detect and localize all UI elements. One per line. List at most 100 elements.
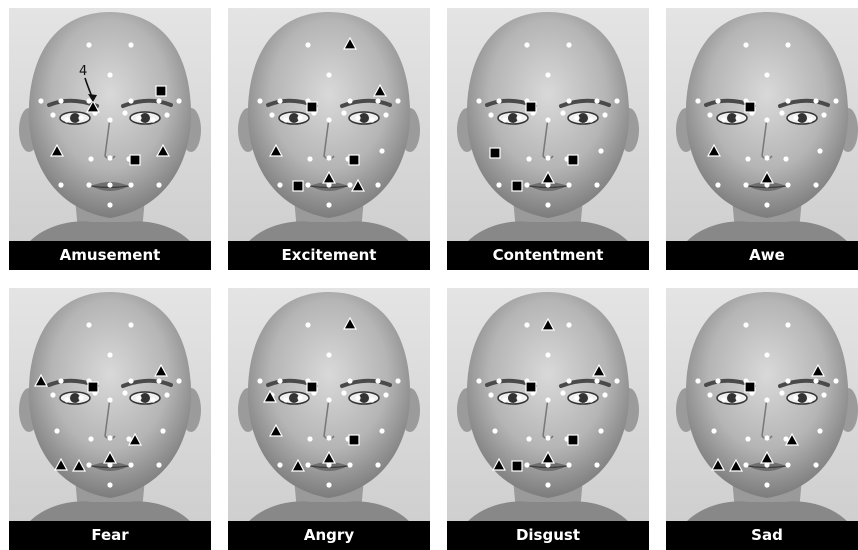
square-marker-left-brow-inner xyxy=(307,102,317,112)
square-marker-left-brow-inner xyxy=(745,382,755,392)
landmark-dot xyxy=(545,435,550,440)
landmark-dot xyxy=(476,378,481,383)
square-marker-right-cheek xyxy=(130,155,140,165)
landmark-dot xyxy=(277,98,282,103)
landmark-dot xyxy=(326,117,331,122)
landmark-dot xyxy=(764,435,769,440)
landmark-dot xyxy=(347,98,352,103)
landmark-dot xyxy=(269,112,274,117)
landmark-dot xyxy=(307,436,312,441)
landmark-dot xyxy=(107,482,112,487)
landmark-dot xyxy=(369,397,374,402)
panel-caption: Excitement xyxy=(228,241,430,270)
landmark-dot xyxy=(150,117,155,122)
landmark-dot xyxy=(107,202,112,207)
landmark-dot xyxy=(785,42,790,47)
landmark-dot xyxy=(88,436,93,441)
landmark-dot xyxy=(58,378,63,383)
landmark-dot xyxy=(375,378,380,383)
landmark-dot xyxy=(566,42,571,47)
landmark-dot xyxy=(524,322,529,327)
landmark-dot xyxy=(128,182,133,187)
panel-disgust: Disgust xyxy=(447,288,649,550)
landmark-dot xyxy=(257,98,262,103)
landmark-dot xyxy=(326,155,331,160)
landmark-dot xyxy=(326,482,331,487)
landmark-dot xyxy=(395,98,400,103)
landmark-dot xyxy=(764,352,769,357)
landmark-dot xyxy=(743,42,748,47)
landmark-dot xyxy=(176,98,181,103)
landmark-dot xyxy=(277,462,282,467)
landmark-dot xyxy=(813,182,818,187)
landmark-dot xyxy=(817,148,822,153)
panel-caption: Angry xyxy=(228,521,430,550)
landmark-dot xyxy=(711,428,716,433)
landmark-dot xyxy=(516,395,521,400)
landmark-dot xyxy=(588,397,593,402)
square-marker-right-cheek xyxy=(349,435,359,445)
landmark-dot xyxy=(715,182,720,187)
landmark-dot xyxy=(78,115,83,120)
square-marker-left-mouth-corner xyxy=(512,181,522,191)
landmark-dot xyxy=(496,378,501,383)
landmark-dot xyxy=(524,42,529,47)
landmark-dot xyxy=(560,390,565,395)
landmark-dot xyxy=(783,156,788,161)
landmark-dot xyxy=(785,322,790,327)
panel-sad: Sad xyxy=(666,288,858,550)
landmark-dot xyxy=(326,435,331,440)
landmark-dot xyxy=(764,117,769,122)
landmark-dot xyxy=(128,98,133,103)
landmark-dot xyxy=(283,117,288,122)
landmark-dot xyxy=(598,148,603,153)
landmark-dot xyxy=(136,115,141,120)
landmark-dot xyxy=(524,182,529,187)
landmark-dot xyxy=(833,98,838,103)
face-image xyxy=(228,288,430,522)
landmark-dot xyxy=(516,115,521,120)
landmark-dot xyxy=(779,110,784,115)
panel-caption: Awe xyxy=(666,241,858,270)
square-marker-left-brow-inner xyxy=(88,382,98,392)
landmark-dot xyxy=(277,378,282,383)
landmark-dot xyxy=(156,98,161,103)
landmark-dot xyxy=(566,462,571,467)
landmark-dot xyxy=(156,182,161,187)
landmark-dot xyxy=(602,112,607,117)
landmark-dot xyxy=(379,428,384,433)
face-image xyxy=(9,288,211,522)
square-marker-left-cheek-mid xyxy=(490,148,500,158)
landmark-dot xyxy=(341,390,346,395)
landmark-dot xyxy=(50,112,55,117)
landmark-dot xyxy=(785,378,790,383)
panel-caption: Sad xyxy=(666,521,858,550)
landmark-dot xyxy=(502,117,507,122)
landmark-dot xyxy=(598,428,603,433)
landmark-dot xyxy=(545,72,550,77)
landmark-dot xyxy=(379,148,384,153)
landmark-dot xyxy=(735,115,740,120)
landmark-dot xyxy=(833,378,838,383)
face-image xyxy=(447,8,649,242)
landmark-dot xyxy=(347,378,352,383)
landmark-dot xyxy=(128,42,133,47)
landmark-dot xyxy=(695,378,700,383)
landmark-dot xyxy=(128,462,133,467)
landmark-dot xyxy=(176,378,181,383)
panel-caption: Amusement xyxy=(9,241,211,270)
landmark-dot xyxy=(566,182,571,187)
landmark-dot xyxy=(122,110,127,115)
landmark-dot xyxy=(496,98,501,103)
landmark-dot xyxy=(793,115,798,120)
panel-angry: Angry xyxy=(228,288,430,550)
panel-contentment: Contentment xyxy=(447,8,649,270)
landmark-dot xyxy=(695,98,700,103)
landmark-dot xyxy=(588,117,593,122)
landmark-dot xyxy=(574,115,579,120)
landmark-dot xyxy=(807,117,812,122)
landmark-dot xyxy=(743,182,748,187)
landmark-dot xyxy=(164,392,169,397)
landmark-dot xyxy=(496,182,501,187)
landmark-dot xyxy=(58,182,63,187)
